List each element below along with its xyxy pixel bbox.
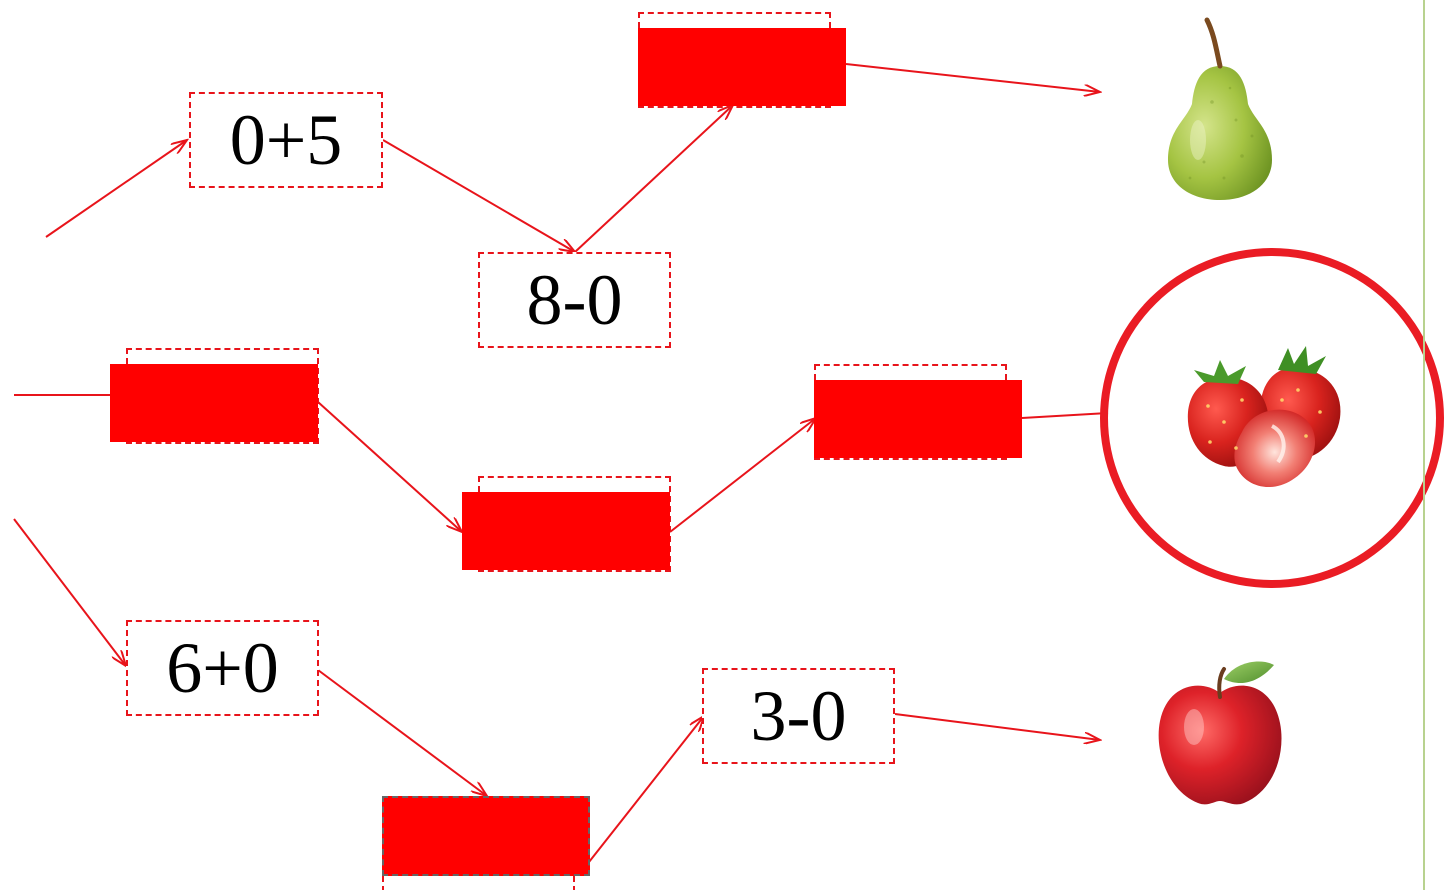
- arrow-start-to-0plus5: [45, 140, 187, 238]
- expression-text: 8-0: [526, 260, 623, 340]
- redaction-mask-middle-right: [814, 380, 1022, 458]
- arrow-bottom-mask-to-3minus0: [588, 716, 704, 863]
- arrow-start-to-6plus0: [13, 518, 126, 666]
- expression-text: 6+0: [166, 628, 279, 708]
- expression-text: 3-0: [750, 676, 847, 756]
- expression-box-6plus0: 6+0: [126, 620, 319, 716]
- redaction-mask-top: [638, 28, 846, 106]
- redaction-mask-middle-left: [110, 364, 318, 442]
- redaction-mask-center: [462, 492, 670, 570]
- expression-box-3minus0: 3-0: [702, 668, 895, 764]
- highlight-circle: [1100, 248, 1444, 588]
- arrow-top-mask-to-pear: [845, 63, 1100, 92]
- expression-box-0plus5: 0+5: [189, 92, 383, 188]
- arrow-0plus5-to-8minus0: [382, 139, 575, 252]
- redaction-mask-bottom: [382, 796, 590, 876]
- arrow-center-mask-to-middle-right-mask: [669, 418, 816, 533]
- expression-box-8minus0: 8-0: [478, 252, 671, 348]
- arrow-middle-left-mask-to-center-mask: [317, 401, 462, 532]
- strawberry-icon: [1187, 346, 1341, 488]
- arrow-8minus0-to-top-mask: [574, 105, 733, 253]
- right-divider-line: [1423, 0, 1425, 890]
- arrow-middle-right-mask-to-strawberry: [1021, 412, 1109, 419]
- expression-text: 0+5: [229, 100, 343, 180]
- arrow-3minus0-to-apple: [894, 713, 1100, 740]
- arrow-6plus0-to-bottom-mask: [317, 669, 487, 796]
- apple-icon: [1158, 661, 1282, 805]
- pear-icon: [1168, 17, 1272, 200]
